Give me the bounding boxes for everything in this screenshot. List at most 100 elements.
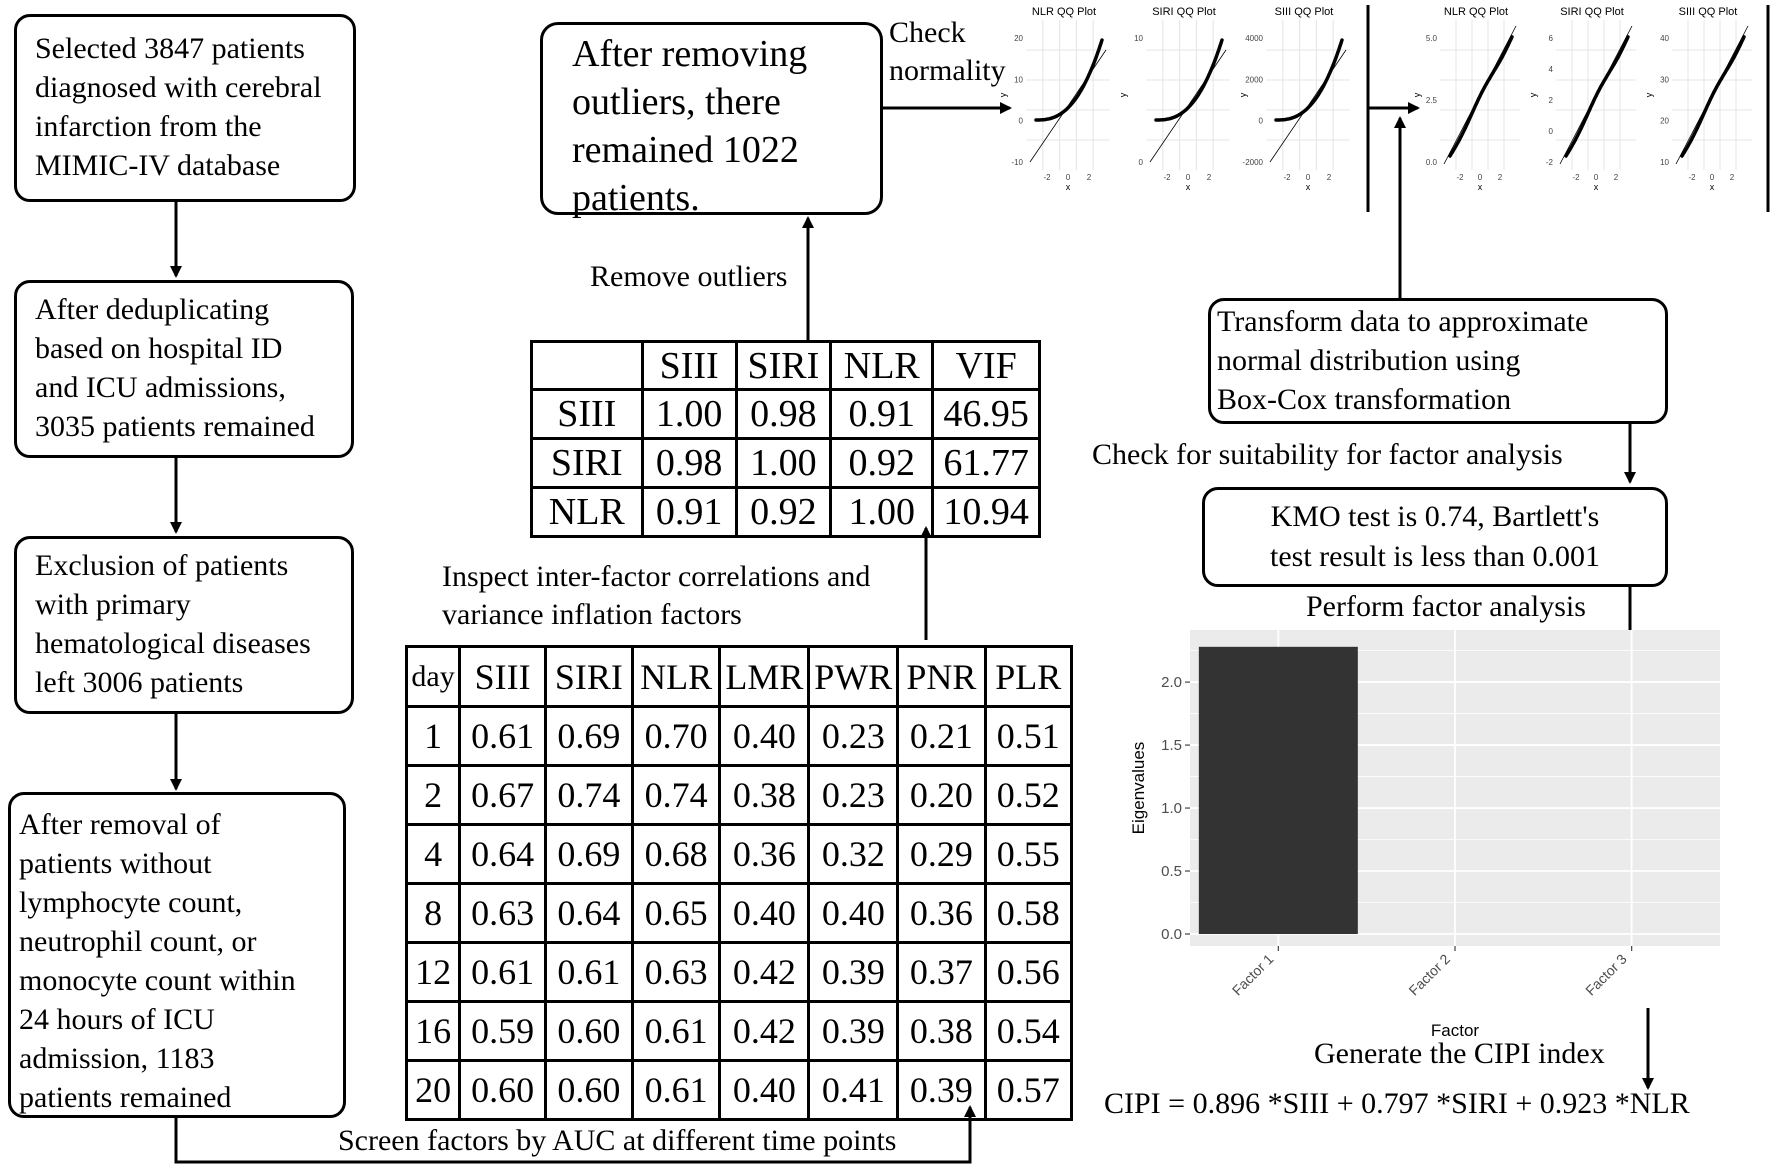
corr-cell: 0.92 xyxy=(734,486,833,538)
qq-ytick: -2 xyxy=(1546,158,1554,167)
qq-xtick: -2 xyxy=(1456,173,1464,182)
qq-ytick: 5.0 xyxy=(1426,34,1438,43)
auc-cell: 0.60 xyxy=(543,1000,634,1062)
qq-ylabel: y xyxy=(1644,92,1654,97)
qq-xlabel: x xyxy=(1306,182,1311,192)
qq-panel xyxy=(1146,20,1230,170)
auc-cell: 0.58 xyxy=(983,882,1074,944)
auc-cell: 0.23 xyxy=(807,705,900,767)
chart-ytick-label: 0.5 xyxy=(1161,863,1182,880)
qq-xtick: 0 xyxy=(1306,173,1311,182)
corr-header-cell xyxy=(530,340,644,391)
auc-cell: 0.55 xyxy=(983,823,1074,885)
qq-xtick: 2 xyxy=(1327,173,1332,182)
qq-ytick: 20 xyxy=(1660,117,1669,126)
corr-header-cell: SIRI xyxy=(734,340,833,391)
qq-xtick: 0 xyxy=(1478,173,1483,182)
step-selected-patients: Selected 3847 patients diagnosed with ce… xyxy=(14,14,356,202)
auc-cell: 12 xyxy=(404,941,462,1003)
qq-ytick: 10 xyxy=(1014,75,1023,84)
correlation-vif-table: SIII SIRI NLR VIF SIII 1.00 0.98 0.91 46… xyxy=(530,340,1041,538)
auc-cell: 0.61 xyxy=(458,705,547,767)
corr-cell: SIRI xyxy=(530,437,644,489)
auc-cell: 0.42 xyxy=(718,941,811,1003)
chart-ytick-label: 1.5 xyxy=(1161,737,1182,754)
auc-cell: 2 xyxy=(404,764,462,826)
step-lab-removal: After removal of patients without lympho… xyxy=(8,792,346,1118)
auc-cell: 0.61 xyxy=(458,941,547,1003)
qq-xlabel: x xyxy=(1066,182,1071,192)
auc-cell: 0.74 xyxy=(543,764,634,826)
qq-ytick: 2 xyxy=(1549,96,1554,105)
chart-ytick-label: 2.0 xyxy=(1161,674,1182,691)
auc-cell: 0.40 xyxy=(807,882,900,944)
step-deduplication: After deduplicating based on hospital ID… xyxy=(14,280,354,458)
label-generate-cipi: Generate the CIPI index xyxy=(1314,1037,1605,1070)
qq-plot-title: SIII QQ Plot xyxy=(1679,6,1738,18)
chart-xtick-label: Factor 3 xyxy=(1582,951,1630,999)
qq-xtick: 2 xyxy=(1207,173,1212,182)
box-outliers-removed: After removing outliers, there remained … xyxy=(540,22,883,219)
auc-cell: 0.36 xyxy=(718,823,811,885)
qq-xtick: 0 xyxy=(1066,173,1071,182)
auc-cell: 0.23 xyxy=(807,764,900,826)
qq-xtick: 0 xyxy=(1594,173,1599,182)
corr-table-row: SIII 1.00 0.98 0.91 46.95 xyxy=(530,388,1041,440)
auc-cell: 0.63 xyxy=(458,882,547,944)
auc-cell: 0.39 xyxy=(807,1000,900,1062)
chart-xtick-label: Factor 2 xyxy=(1405,951,1453,999)
qq-xlabel: x xyxy=(1186,182,1191,192)
qq-ylabel: y xyxy=(1238,92,1248,97)
auc-cell: 1 xyxy=(404,705,462,767)
auc-header-cell: SIRI xyxy=(543,645,634,708)
qq-xtick: -2 xyxy=(1163,173,1171,182)
qq-plot-title: NLR QQ Plot xyxy=(1032,6,1096,18)
chart-ytick-label: 0.0 xyxy=(1161,926,1182,943)
corr-cell: SIII xyxy=(530,388,644,440)
qq-plot-title: SIRI QQ Plot xyxy=(1152,6,1216,18)
box-boxcox-transform: Transform data to approximate normal dis… xyxy=(1208,298,1668,424)
auc-header-cell: PNR xyxy=(896,645,987,708)
qq-ylabel: y xyxy=(1414,92,1422,97)
qq-ytick: 0.0 xyxy=(1426,158,1438,167)
label-screen-auc: Screen factors by AUC at different time … xyxy=(338,1124,897,1157)
qq-ytick: 0 xyxy=(1259,117,1264,126)
arrow-step4-auc-table xyxy=(174,1105,976,1164)
auc-cell: 0.29 xyxy=(896,823,987,885)
auc-cell: 0.68 xyxy=(630,823,722,885)
qq-xtick: 0 xyxy=(1186,173,1191,182)
auc-cell: 0.64 xyxy=(543,882,634,944)
auc-cell: 0.40 xyxy=(718,705,811,767)
qq-sample-points xyxy=(1564,35,1630,158)
qq-xtick: -2 xyxy=(1283,173,1291,182)
chart-ytick-label: 1.0 xyxy=(1161,800,1182,817)
corr-cell: 0.91 xyxy=(829,388,935,440)
qq-ylabel: y xyxy=(1528,92,1538,97)
qq-plot-title: NLR QQ Plot xyxy=(1444,6,1508,18)
qq-ytick: 2000 xyxy=(1245,75,1263,84)
auc-cell: 4 xyxy=(404,823,462,885)
auc-cell: 0.40 xyxy=(718,1059,811,1121)
corr-cell: NLR xyxy=(530,486,644,538)
corr-cell: 1.00 xyxy=(734,437,833,489)
auc-cell: 0.54 xyxy=(983,1000,1074,1062)
qq-panel xyxy=(1026,20,1110,170)
corr-cell: 46.95 xyxy=(931,388,1041,440)
auc-cell: 0.59 xyxy=(458,1000,547,1062)
qq-ytick: 0 xyxy=(1019,117,1024,126)
qq-ytick: 0 xyxy=(1549,127,1554,136)
auc-cell: 0.56 xyxy=(983,941,1074,1003)
qq-sample-points xyxy=(1448,35,1514,158)
chart-xtick-label: Factor 1 xyxy=(1229,951,1277,999)
auc-cell: 0.38 xyxy=(896,1000,987,1062)
corr-cell: 1.00 xyxy=(829,486,935,538)
